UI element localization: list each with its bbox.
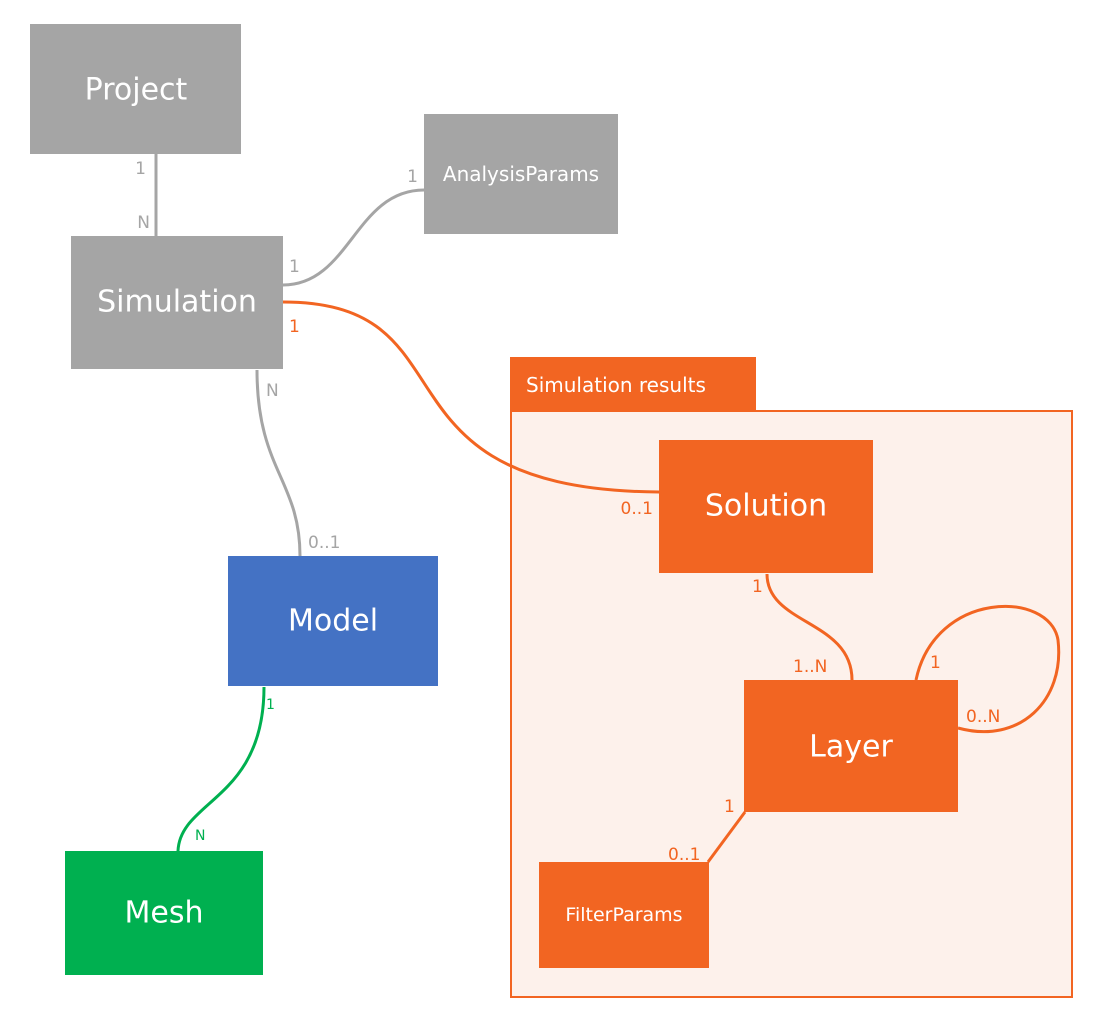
node-project: Project <box>30 24 241 154</box>
card-solution-0-1: 0..1 <box>621 499 653 519</box>
card-solution-layer-1: 1 <box>752 577 763 597</box>
project-box <box>30 24 241 154</box>
card-layer-self-1: 1 <box>930 653 941 673</box>
analysis-params-label: AnalysisParams <box>443 162 599 186</box>
layer-box <box>744 680 958 812</box>
model-box <box>228 556 438 686</box>
node-analysis-params: AnalysisParams <box>424 114 618 234</box>
solution-label: Solution <box>705 489 827 524</box>
connector-layer-self <box>914 604 1061 734</box>
card-filterparams-0-1: 0..1 <box>668 845 700 865</box>
node-layer: Layer <box>744 680 958 812</box>
group-title-tab <box>510 357 756 411</box>
mesh-box <box>65 851 263 975</box>
connector-simulation-analysisparams <box>282 188 425 287</box>
node-model: Model <box>228 556 438 686</box>
card-model-0-1: 0..1 <box>308 533 340 553</box>
project-label: Project <box>85 73 188 108</box>
connectors <box>154 154 1061 863</box>
card-simulation-analysis-1: 1 <box>289 257 300 277</box>
card-simulation-solution-1: 1 <box>289 317 300 337</box>
node-simulation: Simulation <box>71 236 283 369</box>
card-analysisparams-1: 1 <box>407 167 418 187</box>
node-solution: Solution <box>659 440 873 573</box>
mesh-label: Mesh <box>125 896 204 931</box>
filter-params-label: FilterParams <box>565 904 682 926</box>
node-filter-params: FilterParams <box>539 862 709 968</box>
card-layer-filter-1: 1 <box>724 797 735 817</box>
card-layer-self-0-n: 0..N <box>966 707 1000 727</box>
card-simulation-n: N <box>137 213 150 233</box>
node-mesh: Mesh <box>65 851 263 975</box>
solution-box <box>659 440 873 573</box>
group-title: Simulation results <box>526 373 706 397</box>
model-label: Model <box>288 604 378 639</box>
connector-layer-filterparams <box>706 811 747 863</box>
card-simulation-model-n: N <box>266 381 279 401</box>
cardinality-labels: 1 N 1 1 N 0..1 1 0..1 1 N 1 1..N 1 0..N … <box>135 159 1000 865</box>
card-mesh-n: N <box>195 828 205 844</box>
card-project-1: 1 <box>135 159 146 179</box>
connector-solution-layer <box>765 573 854 681</box>
analysis-params-box <box>424 114 618 234</box>
connector-simulation-solution <box>282 300 660 494</box>
card-model-mesh-1: 1 <box>266 697 275 713</box>
card-layer-1-n: 1..N <box>793 657 827 677</box>
filter-params-box <box>539 862 709 968</box>
simulation-label: Simulation <box>97 285 257 320</box>
simulation-box <box>71 236 283 369</box>
connector-model-mesh <box>176 686 266 852</box>
connector-simulation-model <box>255 369 302 557</box>
layer-label: Layer <box>809 730 893 765</box>
